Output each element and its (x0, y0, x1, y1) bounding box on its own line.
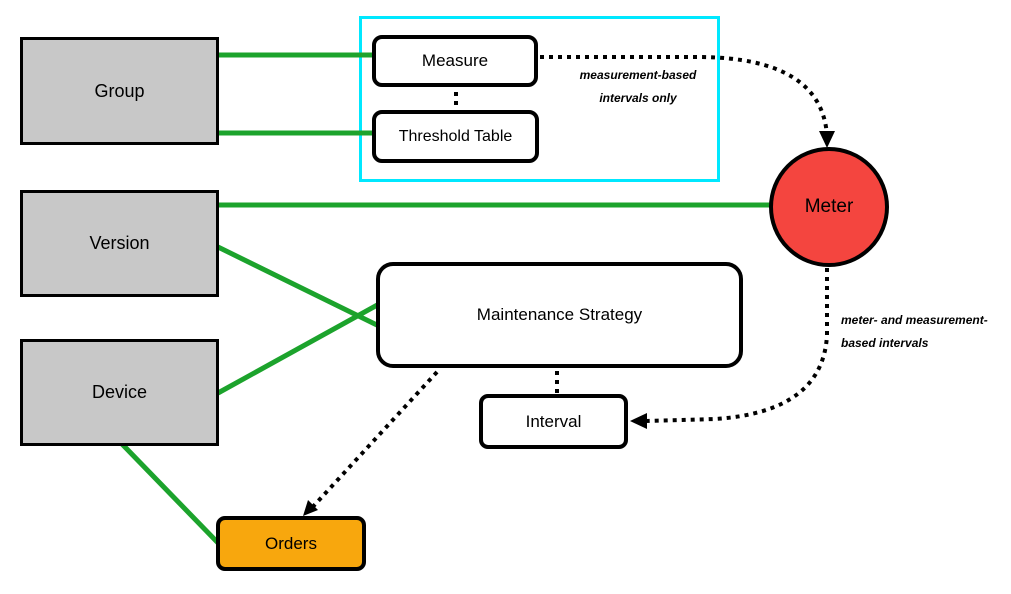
edge-measure-meter-dotted (540, 55, 829, 137)
annotation-measurement-based-line1: measurement-based (579, 68, 697, 82)
node-threshold-table: Threshold Table (372, 110, 539, 163)
node-interval-label: Interval (525, 411, 582, 431)
node-orders-label: Orders (265, 533, 317, 553)
annotation-meter-and-measurement-line1: meter- and measurement- (841, 313, 988, 327)
node-meter: Meter (769, 147, 889, 267)
node-version: Version (20, 190, 219, 297)
edge-version-maintenance-strategy (216, 244, 383, 330)
node-maintenance-strategy: Maintenance Strategy (376, 262, 743, 368)
arrowhead-interval (630, 413, 647, 429)
node-group: Group (20, 37, 219, 145)
annotation-measurement-based: measurement-based intervals only (556, 64, 720, 110)
measurement-group-container (359, 16, 720, 182)
node-version-label: Version (89, 233, 150, 253)
node-measure: Measure (372, 35, 538, 87)
node-meter-label: Meter (804, 196, 854, 217)
annotation-meter-and-measurement-line2: based intervals (841, 336, 929, 350)
node-maintenance-strategy-label: Maintenance Strategy (476, 305, 643, 324)
edge-device-maintenance-strategy (216, 300, 383, 396)
node-threshold-table-label: Threshold Table (398, 127, 513, 145)
edge-device-orders (120, 442, 223, 548)
arrowhead-meter (819, 131, 835, 148)
arrowhead-orders (303, 500, 318, 516)
node-measure-label: Measure (421, 51, 489, 70)
annotation-meter-and-measurement: meter- and measurement- based intervals (841, 309, 1011, 355)
annotation-measurement-based-line2: intervals only (599, 91, 677, 105)
node-group-label: Group (94, 80, 145, 101)
edge-meter-interval-dotted (645, 268, 829, 423)
node-interval: Interval (479, 394, 628, 449)
node-orders: Orders (216, 516, 366, 571)
node-device-label: Device (91, 382, 148, 402)
node-device: Device (20, 339, 219, 446)
edge-maintenance-strategy-orders-dotted (307, 370, 439, 513)
